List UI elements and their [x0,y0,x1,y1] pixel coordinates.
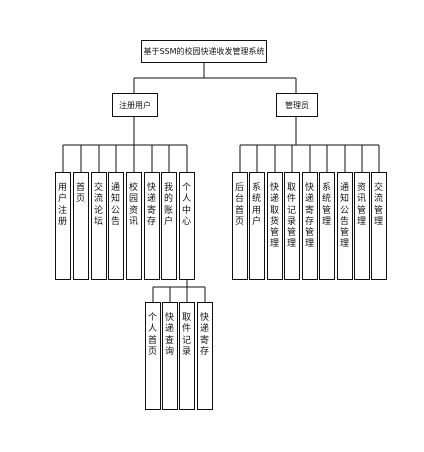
root-label: 基于SSM的校园快递收发管理系统 [143,47,265,56]
user-child-node: 通知公告 [108,172,124,280]
node-label: 快递取货管理 [270,183,282,250]
node-label: 取件记录 [182,313,194,357]
node-label: 校园资讯 [129,183,141,227]
admin-child-node: 系统用户 [249,172,265,280]
node-label: 个人首页 [148,313,160,357]
node-label: 快递查询 [165,313,177,357]
admin-child-node: 资讯管理 [354,172,370,280]
user-child-node: 首页 [73,172,89,280]
node-label: 取件记录管理 [287,183,299,250]
user-child-node: 校园资讯 [126,172,142,280]
user-child-node: 我的账户 [161,172,177,280]
admin-child-node: 快递取货管理 [267,172,283,280]
node-label: 我的账户 [164,183,176,227]
branch-label: 管理员 [285,100,309,110]
node-label: 快递寄存 [147,183,159,227]
node-label: 个人中心 [182,183,194,227]
personal-center-child-node: 快递查询 [162,302,178,410]
admin-child-node: 快递寄存管理 [302,172,318,280]
user-child-node: 用户注册 [55,172,71,280]
personal-center-child-node: 快递寄存 [197,302,213,410]
node-label: 系统用户 [252,183,264,227]
admin-child-node: 通知公告管理 [337,172,353,280]
branch-admin: 管理员 [276,93,318,117]
branch-label: 注册用户 [119,100,151,110]
node-label: 快递寄存管理 [305,183,317,250]
node-label: 交流管理 [374,183,386,227]
admin-child-node: 系统管理 [319,172,335,280]
admin-child-node: 交流管理 [371,172,387,280]
root-node: 基于SSM的校园快递收发管理系统 [141,40,267,63]
user-child-node: 个人中心 [179,172,195,280]
user-child-node: 快递寄存 [144,172,160,280]
user-child-node: 交流论坛 [91,172,107,280]
node-label: 后台首页 [235,183,247,227]
personal-center-child-node: 个人首页 [145,302,161,410]
admin-child-node: 取件记录管理 [284,172,300,280]
node-label: 交流论坛 [94,183,106,227]
node-label: 快递寄存 [200,313,212,357]
admin-child-node: 后台首页 [232,172,248,280]
node-label: 通知公告管理 [340,183,352,250]
node-label: 资讯管理 [357,183,369,227]
branch-registered-user: 注册用户 [112,93,158,117]
node-label: 首页 [76,183,88,205]
personal-center-child-node: 取件记录 [179,302,195,410]
node-label: 用户注册 [58,183,70,227]
node-label: 通知公告 [111,183,123,227]
node-label: 系统管理 [322,183,334,227]
